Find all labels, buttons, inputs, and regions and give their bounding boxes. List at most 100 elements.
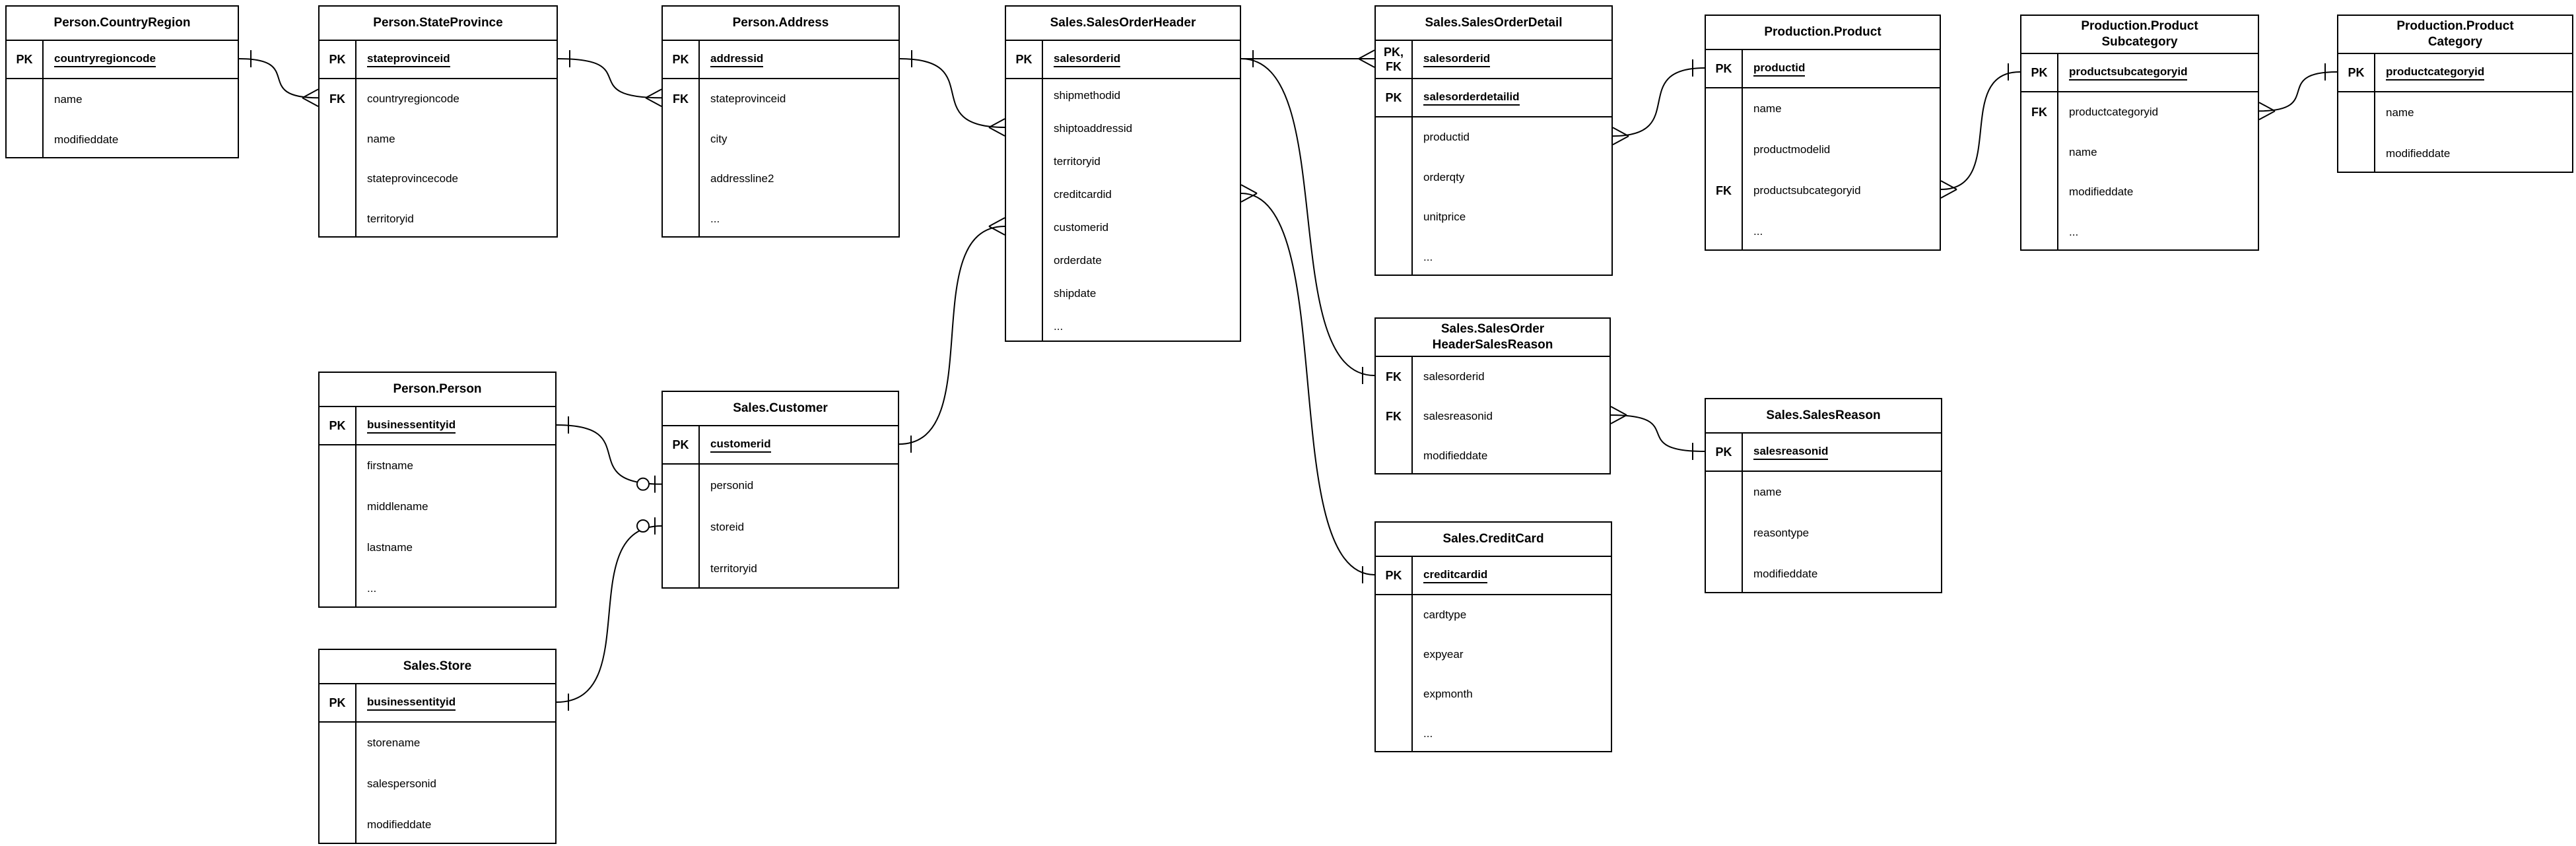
key-label: FK [673, 92, 689, 106]
field-name: lastname [367, 541, 413, 554]
field-name: productsubcategoryid [2069, 54, 2188, 91]
field-row: ... [1376, 238, 1611, 278]
key-label: FK [2031, 106, 2047, 119]
table-title: Person.Address [663, 7, 898, 41]
field-name: orderdate [1054, 254, 1102, 267]
field-name: ... [1423, 727, 1433, 740]
key-column-divider [2374, 53, 2375, 172]
connector-salesorderheader-creditcard [1240, 184, 1375, 583]
field-row: FK stateprovinceid [663, 79, 898, 119]
field-row: name [320, 119, 557, 160]
field-row: personid [663, 465, 898, 506]
field-name: stateprovinceid [710, 92, 786, 106]
field-row: creditcardid [1006, 178, 1240, 211]
field-row: territoryid [1006, 145, 1240, 178]
field-name: countryregioncode [367, 92, 459, 106]
field-row: territoryid [663, 548, 898, 590]
field-name: customerid [1054, 221, 1109, 234]
field-row: modifieddate [2338, 133, 2572, 174]
field-row: storename [320, 723, 555, 764]
key-label: PK [2348, 66, 2365, 79]
key-label: PK [672, 53, 689, 66]
field-name: ... [367, 582, 377, 595]
field-name: modifieddate [367, 818, 432, 831]
field-name: ... [1423, 250, 1433, 263]
key-label: PK [1385, 569, 1402, 582]
field-row: addressline2 [663, 159, 898, 199]
field-row: reasontype [1706, 513, 1941, 554]
field-row: productmodelid [1706, 129, 1940, 170]
field-row: modifieddate [7, 119, 238, 160]
key-column-divider [1742, 432, 1743, 592]
field-name: name [1753, 102, 1782, 115]
key-label: PK [1715, 62, 1732, 75]
field-row: ... [1376, 714, 1611, 754]
field-name: name [1753, 486, 1782, 498]
field-name: modifieddate [1753, 568, 1818, 580]
field-name: middlename [367, 500, 428, 513]
key-column-divider [355, 683, 356, 843]
field-name: ... [1054, 320, 1064, 333]
field-name: stateprovinceid [367, 41, 450, 78]
field-name: productcategoryid [2386, 54, 2485, 91]
field-name: businessentityid [367, 407, 456, 444]
connector-headersalesreason-salesreason [1610, 406, 1705, 460]
field-name: territoryid [1054, 155, 1101, 168]
field-name: name [2386, 106, 2414, 119]
field-name: ... [1753, 225, 1763, 238]
field-row: ... [320, 568, 555, 609]
table-title: Person.Person [320, 373, 555, 407]
key-column-divider [698, 40, 700, 236]
field-name: reasontype [1753, 527, 1810, 539]
field-row: territoryid [320, 199, 557, 240]
connector-person-customer [556, 416, 662, 493]
field-name: unitprice [1423, 211, 1466, 224]
field-name: modifieddate [2386, 147, 2451, 160]
key-column-divider [1411, 356, 1413, 473]
connector-address-salesorderheader [899, 50, 1005, 137]
field-name: creditcardid [1054, 188, 1112, 201]
field-name: storeid [710, 520, 745, 533]
connector-countryregion-stateprovince [238, 50, 319, 108]
key-label: PK [1015, 53, 1033, 66]
field-name: modifieddate [1423, 449, 1488, 462]
field-name: shipdate [1054, 287, 1097, 300]
field-name: salesreasonid [1423, 410, 1493, 422]
field-row: shiptoaddressid [1006, 112, 1240, 145]
field-name: shipmethodid [1054, 89, 1121, 102]
key-label: PK [1715, 445, 1732, 459]
field-row: expmonth [1376, 674, 1611, 714]
key-label: PK [2031, 66, 2048, 79]
field-row: ... [663, 199, 898, 240]
field-name: name [54, 92, 83, 106]
connector-customer-salesorderheader [898, 217, 1005, 453]
field-row: ... [1706, 211, 1940, 252]
key-label: FK [1716, 184, 1732, 197]
field-row: unitprice [1376, 197, 1611, 238]
table-title: Sales.SalesOrderDetail [1376, 7, 1611, 41]
key-label: PK [329, 419, 346, 432]
